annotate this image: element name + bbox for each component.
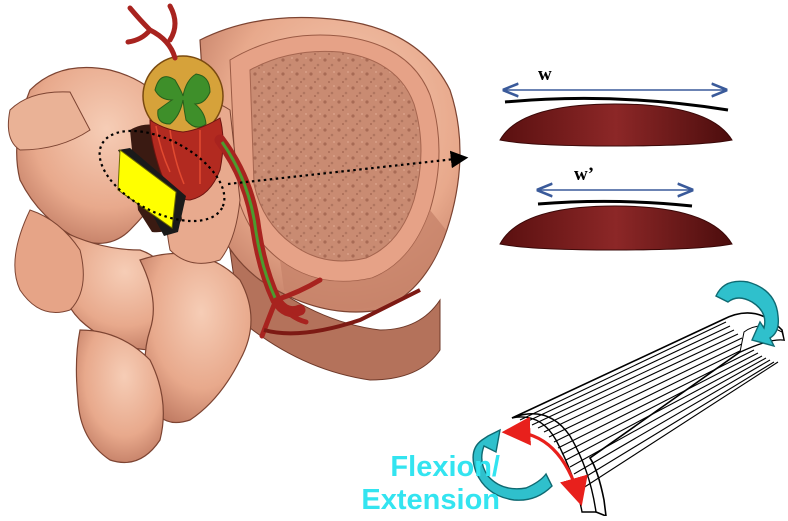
dural-sac — [149, 117, 224, 201]
articular-process — [139, 252, 252, 424]
transverse-process — [7, 91, 91, 151]
disc-bottom — [499, 205, 733, 251]
highlight-ellipse — [98, 129, 226, 223]
width-comparison: w w’ — [499, 64, 733, 251]
rotation-arrow-bottom-icon — [472, 428, 553, 501]
vertebra — [7, 3, 469, 464]
motion-label-line2: Extension — [361, 484, 500, 516]
width-label-original: w — [538, 64, 552, 85]
motion-label: Flexion/ Extension — [330, 451, 500, 517]
cancellous-bone-surface — [249, 50, 422, 262]
curved-ribbed-implant — [501, 312, 786, 518]
lower-vertebral-body — [229, 248, 441, 381]
rotation-arrow-top-icon — [715, 280, 780, 348]
spinal-cord — [125, 3, 224, 137]
nerve-root — [214, 134, 421, 339]
width-label-deformed: w’ — [574, 164, 594, 185]
implant — [117, 148, 186, 236]
disc-top — [499, 103, 733, 147]
yellow-implant — [117, 149, 177, 229]
motion-label-line1: Flexion/ — [390, 451, 500, 483]
inferior-process — [14, 209, 84, 313]
bend-arrow-icon — [501, 416, 588, 507]
